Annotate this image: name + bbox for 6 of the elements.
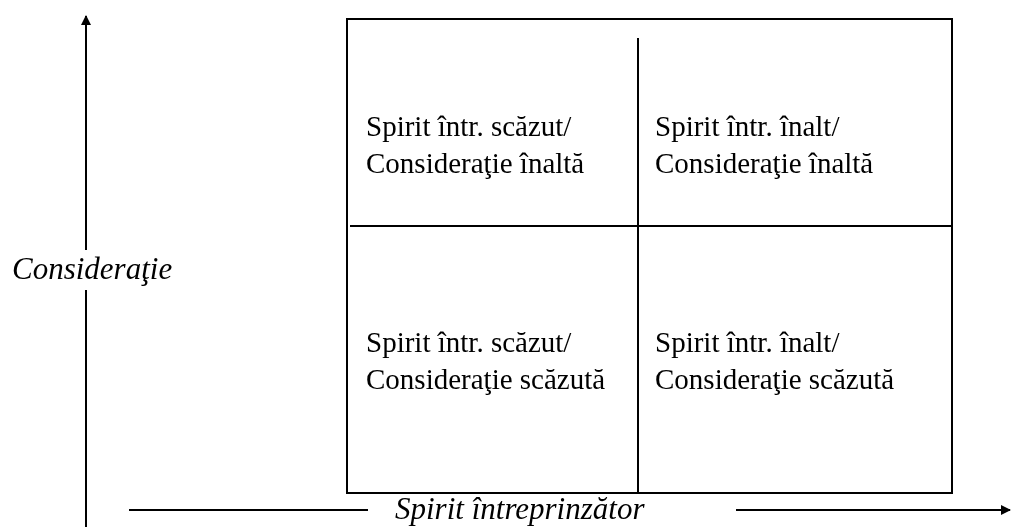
quadrant-label: Spirit într. înalt/ Consideraţie scăzută <box>655 325 895 397</box>
axis-title: Spirit întreprinzător <box>395 494 645 524</box>
quadrant-label: Spirit într. înalt/ Consideraţie înaltă <box>655 109 874 181</box>
axis-title: Consideraţie <box>12 254 173 284</box>
quadrant-label: Spirit într. scăzut/ Consideraţie înaltă <box>366 109 585 181</box>
quadrant-label: Spirit într. scăzut/ Consideraţie scăzută <box>366 325 606 397</box>
